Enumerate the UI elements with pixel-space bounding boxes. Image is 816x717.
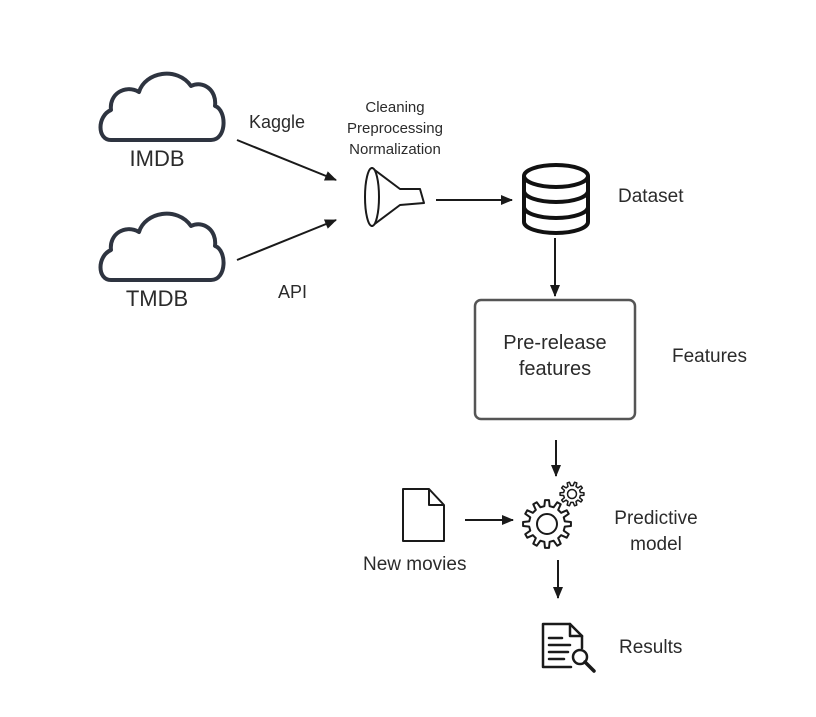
gear-small-hub (566, 488, 578, 500)
model-line-1: Predictive (614, 508, 698, 529)
cloud-icon (98, 71, 226, 142)
cloud-icon (98, 211, 226, 282)
predictive-model-label: Predictive model (596, 506, 716, 558)
funnel-icon (364, 167, 425, 227)
source-label-tmdb: TMDB (125, 286, 189, 311)
connector-label-api: API (278, 282, 308, 302)
step-cleaning: Cleaning (365, 99, 425, 116)
model-line-2: model (630, 534, 682, 555)
dataset-label: Dataset (618, 186, 684, 207)
features-box-line-1: Pre-release (503, 332, 607, 354)
arrow-api-to-funnel (236, 219, 337, 261)
step-normalization: Normalization (349, 141, 441, 158)
report-magnifier-icon (541, 622, 596, 673)
document-icon (402, 488, 445, 542)
features-box-label: Pre-release features (475, 330, 635, 382)
database-icon (522, 163, 590, 235)
source-label-imdb: IMDB (129, 146, 185, 171)
arrow-kaggle-to-funnel (236, 139, 337, 181)
new-movies-label: New movies (363, 554, 467, 575)
connector-label-kaggle: Kaggle (249, 112, 306, 132)
gear-large-hub (536, 513, 558, 535)
features-side-label: Features (672, 346, 747, 367)
results-label: Results (619, 637, 683, 658)
gears-icon (522, 481, 585, 549)
features-box-line-2: features (518, 358, 592, 380)
preprocessing-steps: Cleaning Preprocessing Normalization (325, 97, 465, 160)
step-preprocessing: Preprocessing (347, 120, 443, 137)
features-box (473, 298, 637, 421)
